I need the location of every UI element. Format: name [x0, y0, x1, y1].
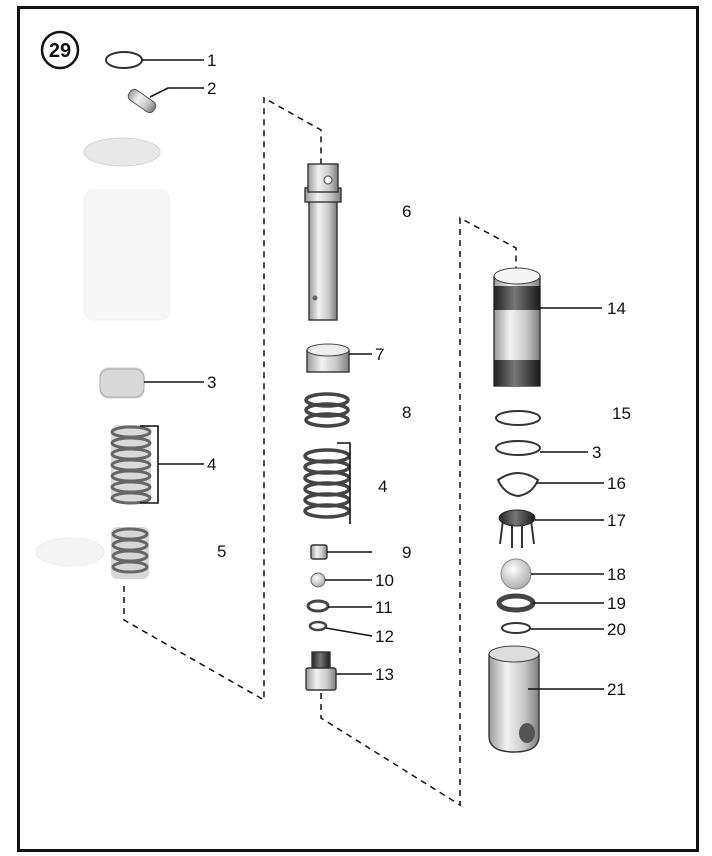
- callout-17: 17: [607, 511, 626, 530]
- callout-12: 12: [375, 627, 394, 646]
- o-ring-part-1: [105, 51, 143, 69]
- seat-part-19: [496, 593, 536, 613]
- callout-10: 10: [375, 571, 394, 590]
- callout-3-left: 3: [207, 373, 216, 392]
- o-ring-part-15: [495, 410, 541, 426]
- bushing-part-7: [306, 343, 350, 373]
- callout-1: 1: [207, 51, 216, 70]
- callout-7: 7: [375, 345, 384, 364]
- callout-16: 16: [607, 474, 626, 493]
- svg-text:29: 29: [49, 40, 71, 62]
- callout-5: 5: [217, 542, 226, 561]
- washer-part-3-left: [99, 368, 145, 398]
- spring-part-8: [304, 392, 350, 428]
- callout-8: 8: [402, 403, 411, 422]
- washer-part-12: [308, 620, 328, 632]
- valve-guide-part-17: [498, 509, 536, 548]
- plunger-rod-part-6: [304, 163, 342, 321]
- cylinder-part-14: [493, 267, 541, 387]
- callout-labels: 1 2 3 4 5 6 7 8 4 9 10 11 12 13 14 15 3 …: [207, 51, 631, 699]
- figure-badge: 29: [40, 30, 80, 70]
- faded-parts-left: [35, 137, 171, 579]
- washer-part-11: [306, 599, 330, 613]
- callout-20: 20: [607, 620, 626, 639]
- spring-part-4-left: [110, 425, 152, 505]
- foot-valve-housing-part-21: [488, 645, 540, 753]
- valve-housing-part-13: [305, 651, 337, 691]
- callout-19: 19: [607, 594, 626, 613]
- callout-18: 18: [607, 565, 626, 584]
- callout-4-left: 4: [207, 455, 216, 474]
- valve-cage-part-9: [310, 544, 328, 560]
- callout-13: 13: [375, 665, 394, 684]
- callout-11: 11: [375, 598, 393, 617]
- spring-part-4-center: [303, 448, 351, 519]
- callout-21: 21: [607, 680, 626, 699]
- ball-part-10: [310, 572, 326, 588]
- o-ring-part-3-right: [495, 440, 541, 456]
- pin-part-2: [127, 88, 157, 114]
- assembly-lines: [123, 96, 517, 807]
- callout-4-center: 4: [378, 477, 387, 496]
- callout-15: 15: [612, 404, 631, 423]
- gasket-part-16: [496, 472, 540, 498]
- callout-6: 6: [402, 202, 411, 221]
- callout-9: 9: [402, 543, 411, 562]
- spring-part-5: [111, 527, 149, 574]
- callout-14: 14: [607, 299, 626, 318]
- ball-part-18: [500, 558, 532, 590]
- o-ring-part-20: [501, 622, 531, 634]
- leader-lines: [140, 59, 604, 690]
- callout-2: 2: [207, 79, 216, 98]
- callout-3-right: 3: [592, 443, 601, 462]
